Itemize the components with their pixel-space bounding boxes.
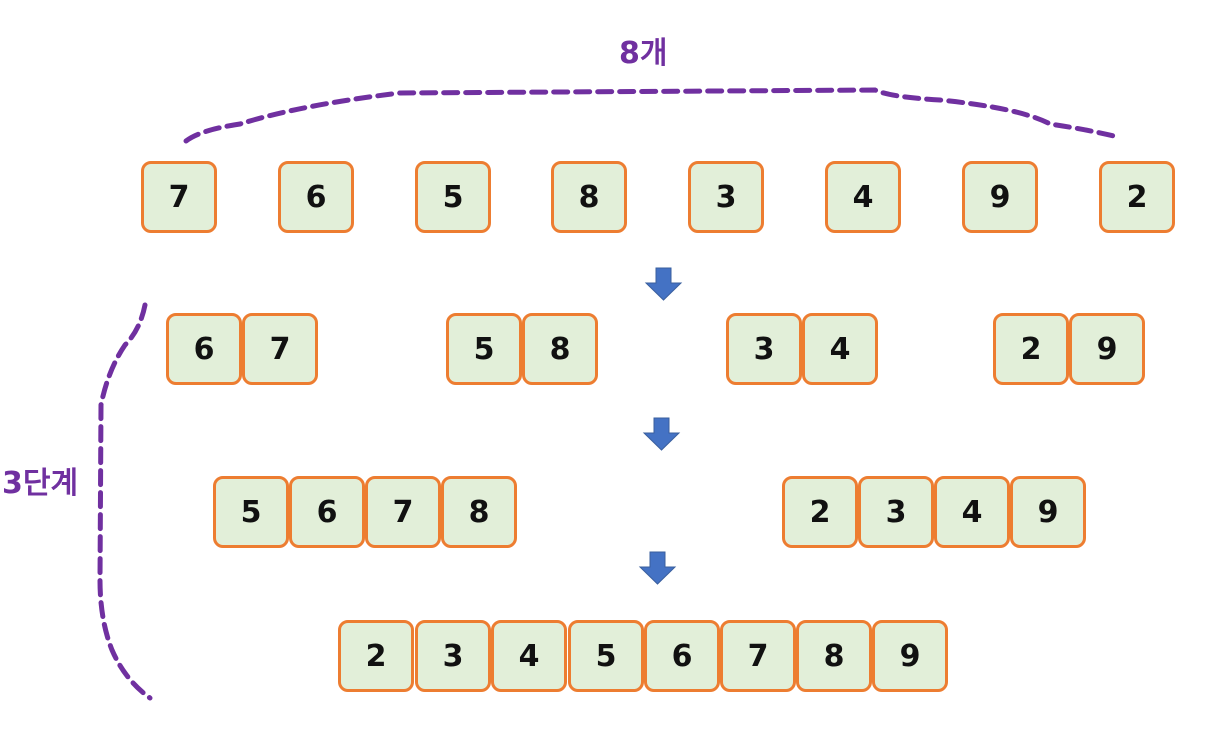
number-box: 9 [962, 161, 1038, 233]
number-box: 6 [278, 161, 354, 233]
number-box: 7 [720, 620, 796, 692]
number-box: 9 [1069, 313, 1145, 385]
number-box: 3 [688, 161, 764, 233]
number-box: 3 [726, 313, 802, 385]
number-box: 4 [802, 313, 878, 385]
number-box: 2 [1099, 161, 1175, 233]
number-box: 6 [289, 476, 365, 548]
number-box: 3 [415, 620, 491, 692]
number-box: 3 [858, 476, 934, 548]
number-box: 7 [242, 313, 318, 385]
number-box: 5 [446, 313, 522, 385]
number-box: 5 [213, 476, 289, 548]
number-box: 4 [934, 476, 1010, 548]
left-brace [97, 302, 153, 701]
number-box: 2 [993, 313, 1069, 385]
number-box: 2 [338, 620, 414, 692]
number-box: 8 [796, 620, 872, 692]
down-arrow-icon [638, 551, 677, 585]
count-label: 8개 [619, 36, 668, 71]
number-box: 6 [644, 620, 720, 692]
number-box: 9 [872, 620, 948, 692]
top-brace [183, 87, 1121, 144]
number-box: 4 [825, 161, 901, 233]
number-box: 8 [522, 313, 598, 385]
down-arrow-icon [642, 417, 681, 451]
number-box: 9 [1010, 476, 1086, 548]
steps-label: 3단계 [2, 466, 79, 501]
number-box: 5 [568, 620, 644, 692]
number-box: 8 [551, 161, 627, 233]
number-box: 8 [441, 476, 517, 548]
number-box: 2 [782, 476, 858, 548]
down-arrow-icon [644, 267, 683, 301]
number-box: 4 [491, 620, 567, 692]
number-box: 6 [166, 313, 242, 385]
number-box: 7 [365, 476, 441, 548]
number-box: 7 [141, 161, 217, 233]
number-box: 5 [415, 161, 491, 233]
